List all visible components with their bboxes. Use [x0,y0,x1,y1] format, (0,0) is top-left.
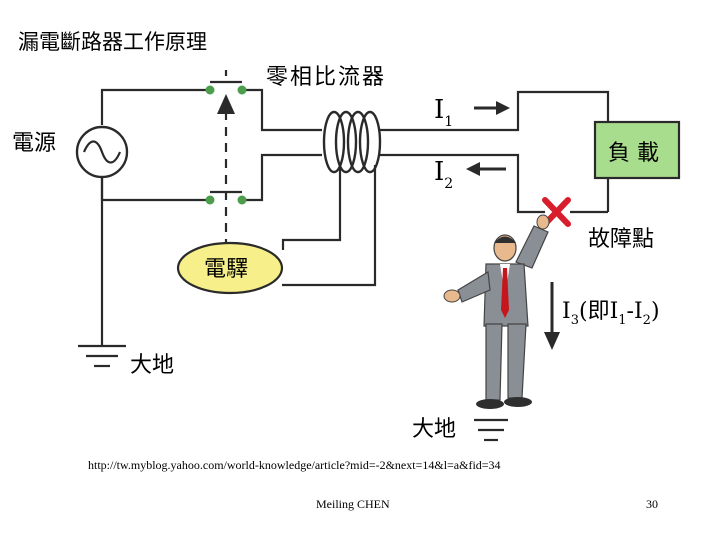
load-box [593,120,681,180]
breaker-contacts [205,80,247,205]
wire-load-top [378,90,610,132]
leak-current-label: I3(即I1-I2) [562,299,660,328]
power-source-label: 電源 [12,131,56,156]
author-name: Meiling CHEN [316,497,390,511]
ct-coil-icon [322,110,382,174]
ground-symbol-person [474,418,508,442]
current-label-i1: I1 [434,95,453,130]
load-label: 負 載 [608,141,659,166]
wire-breaker-top [242,88,322,132]
wire-breaker-bottom [242,153,322,202]
relay-label: 電驛 [204,257,248,282]
ground-symbol-left [78,344,126,368]
wire-load-bottom [378,153,545,214]
ground-left-label: 大地 [130,353,174,378]
ct-label: 零相比流器 [266,65,386,90]
current-arrow-i1 [474,101,510,115]
source-url: http://tw.myblog.yahoo.com/world-knowled… [88,458,501,472]
power-source-icon [75,125,129,179]
wire-relay-a [281,165,342,250]
page-number: 30 [646,497,658,511]
relay-ellipse [176,241,284,295]
slide-title: 漏電斷路器工作原理 [18,30,207,54]
person-figure [443,214,550,409]
wire-source-top [100,88,210,125]
trip-linkage [217,70,235,248]
ground-person-label: 大地 [412,417,456,442]
leak-current-arrow [544,282,560,350]
circuit-wires [100,88,610,345]
current-arrow-i2 [466,162,506,176]
trip-arrow-icon [217,94,235,114]
current-label-i2: I2 [434,157,453,192]
wire-relay-b [282,165,377,287]
fault-point-label: 故障點 [588,227,654,252]
wire-source-bottom [100,178,210,202]
